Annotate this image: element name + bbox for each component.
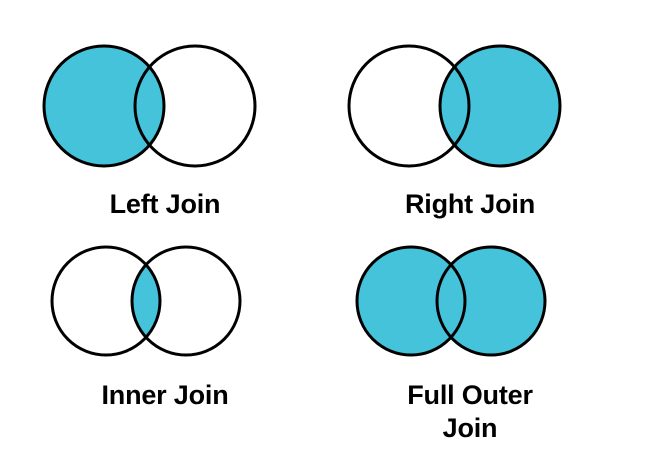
left-circle-outline <box>50 245 162 357</box>
label-right-join: Right Join <box>405 189 535 219</box>
right-circle-outline <box>438 44 562 168</box>
right-circle-fill <box>440 46 560 166</box>
diagram-left-join: Left Join <box>40 38 290 221</box>
label-full-outer-join: Full Outer Join <box>407 380 533 443</box>
left-circle-fill <box>357 247 465 355</box>
label-left-join: Left Join <box>109 189 221 219</box>
venn-full-outer-join <box>345 241 595 361</box>
venn-left-join <box>40 38 290 174</box>
diagram-inner-join: Inner Join <box>40 241 290 412</box>
venn-svg-left-join <box>42 44 257 168</box>
diagram-full-outer-join: Full Outer Join <box>345 241 595 445</box>
venn-svg-inner-join <box>50 245 242 357</box>
venn-right-join <box>345 38 595 174</box>
venn-svg-right-join <box>347 44 562 168</box>
venn-inner-join <box>40 241 290 361</box>
left-circle-outline <box>42 44 166 168</box>
label-inner-join: Inner Join <box>101 380 229 410</box>
venn-svg-full-outer-join <box>355 245 547 357</box>
left-circle-fill <box>44 46 164 166</box>
right-circle-outline <box>130 245 242 357</box>
right-circle-fill <box>437 247 545 355</box>
right-circle-outline <box>133 44 257 168</box>
left-circle-outline <box>355 245 467 357</box>
diagram-right-join: Right Join <box>345 38 595 221</box>
left-circle-outline <box>347 44 471 168</box>
right-circle-outline <box>435 245 547 357</box>
